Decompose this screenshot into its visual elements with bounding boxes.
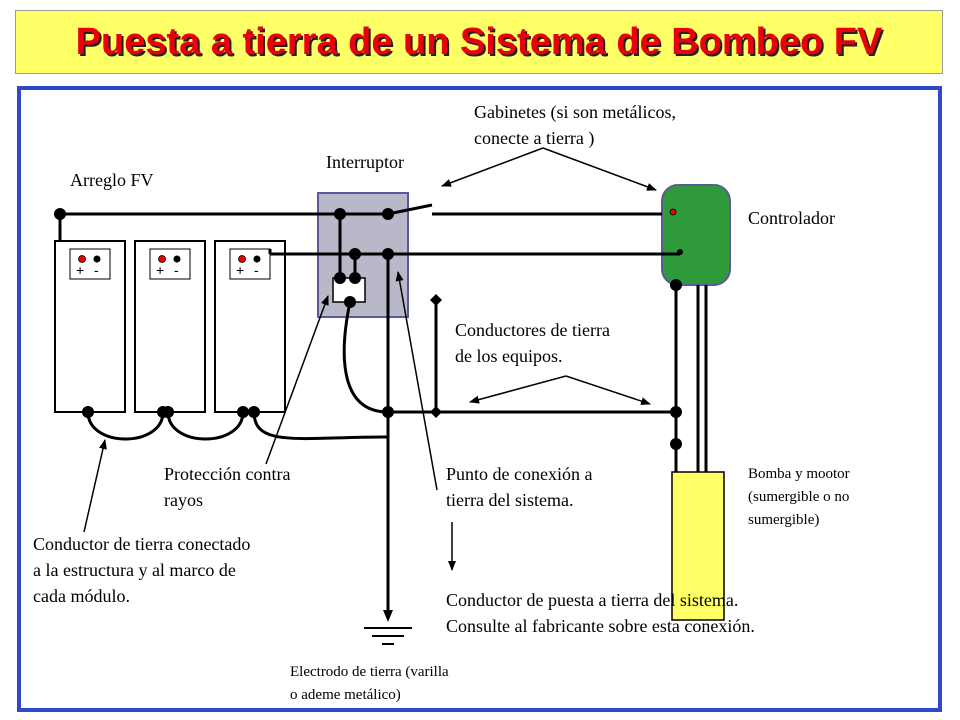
junction-box-1 [69,248,111,280]
annotation-arrows [83,147,657,571]
lightning-protection-label-line1: Protección contra [164,464,291,484]
terminal-positive-3 [238,255,246,263]
ground-arrow-tip [383,610,393,622]
terminal-positive-2 [158,255,166,263]
diamond-node-top [430,294,442,306]
diamond-node-bottom [430,406,442,418]
cabinets-label-line1: Gabinetes (si son metálicos, [474,102,676,122]
frame-conductor-label-line1: Conductor de tierra conectado [33,534,251,554]
electrode-label-line2: o ademe metálico) [290,687,401,703]
switch-label: Interruptor [326,152,404,172]
junction-box-3 [229,248,271,280]
junction-box-2 [149,248,191,280]
connection-dots [54,208,682,450]
pump-label-line1: Bomba y mootor [748,466,850,482]
pump-box [671,471,725,621]
terminal-negative-2 [173,255,181,263]
terminal-negative-3 [253,255,261,263]
pump-label-line2: (sumergible o no [748,489,850,505]
connection-point-label-line2: tierra del sistema. [446,490,574,510]
equipment-conductors-label-line1: Conductores de tierra [455,320,610,340]
page-title: Puesta a tierra de un Sistema de Bombeo … [75,21,883,63]
connection-point-label-line1: Punto de conexión a [446,464,593,484]
pump-label-line3: sumergible) [748,512,820,528]
module-1-minus-sign: - [94,262,99,278]
frame-conductor-label-line2: a la estructura y al marco de [33,560,236,580]
terminal-negative-1 [93,255,101,263]
pv-array-label: Arreglo FV [70,170,154,190]
cabinets-label-line2: conecte a tierra ) [474,128,595,148]
ground-symbol [364,627,412,645]
controller-red-terminal [669,208,677,216]
controller-label: Controlador [748,208,835,228]
terminal-positive-1 [78,255,86,263]
module-1-plus-sign: + [76,262,85,278]
module-2-plus-sign: + [156,262,165,278]
lightning-protection-label-line2: rayos [164,490,203,510]
controller-box [661,184,731,286]
system-conductor-label-line2: Consulte al fabricante sobre esta conexi… [446,616,755,636]
module-2-minus-sign: - [174,262,179,278]
title-banner: Puesta a tierra de un Sistema de Bombeo … [15,10,943,74]
frame-conductor-label-line3: cada módulo. [33,586,130,606]
module-3-minus-sign: - [254,262,259,278]
system-conductor-label-line1: Conductor de puesta a tierra del sistema… [446,590,739,610]
module-3-plus-sign: + [236,262,245,278]
equipment-conductors-label-line2: de los equipos. [455,346,563,366]
electrode-label-line1: Electrodo de tierra (varilla [290,664,449,680]
